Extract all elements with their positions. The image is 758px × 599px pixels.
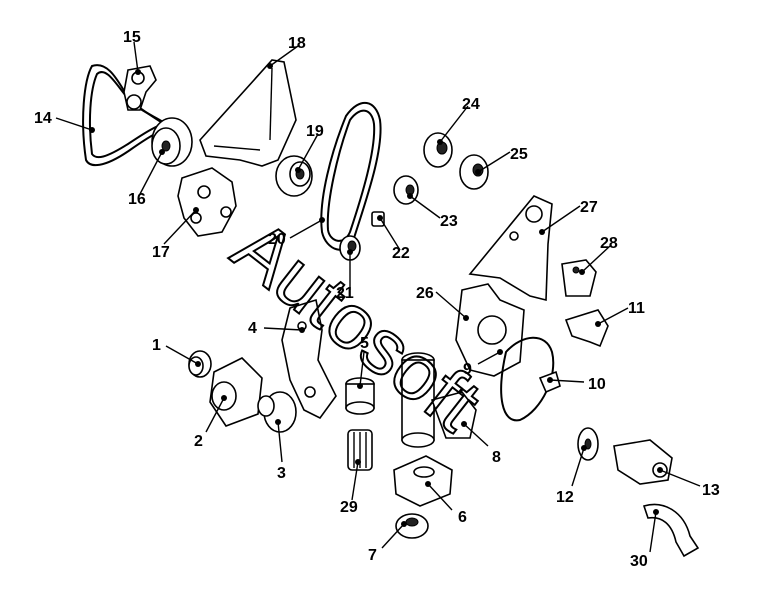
- callout-8: 8: [492, 449, 501, 466]
- callout-14: 14: [34, 110, 52, 127]
- leader-lines: [55, 41, 701, 553]
- callout-13: 13: [702, 482, 720, 499]
- part-28-sensor-bracket: [561, 259, 597, 297]
- callout-18: 18: [288, 35, 306, 52]
- callout-24: 24: [462, 96, 480, 113]
- part-8-filter-housing: [401, 352, 477, 448]
- callout-27: 27: [580, 199, 598, 216]
- callout-15: 15: [123, 29, 141, 46]
- part-25-cam-gear: [459, 154, 489, 190]
- part-7-seal: [395, 513, 429, 539]
- part-9-drive-chain: [500, 336, 555, 422]
- callout-dots: [89, 63, 663, 527]
- part-11-support-bracket: [564, 309, 609, 348]
- part-24-cam-gear: [423, 132, 453, 168]
- callout-labels: 1 2 3 4 5 6 7 8 9 10 11 12 13 14 15 16 1…: [34, 29, 720, 570]
- callout-20: 20: [268, 231, 286, 248]
- part-18-upper-timing-cover: [199, 59, 297, 167]
- callout-3: 3: [277, 465, 286, 482]
- part-27-rear-timing-plate: [468, 195, 553, 302]
- part-26-oil-pump-housing: [455, 283, 525, 377]
- part-30-coolant-pipe: [642, 503, 700, 558]
- part-3-cap: [257, 391, 297, 433]
- callout-29: 29: [340, 499, 358, 516]
- callout-26: 26: [416, 285, 434, 302]
- part-13-thermostat-housing: [613, 439, 673, 485]
- callout-10: 10: [588, 376, 606, 393]
- callout-9: 9: [463, 361, 472, 378]
- part-20-timing-belt: [320, 102, 382, 251]
- callout-25: 25: [510, 146, 528, 163]
- callout-23: 23: [440, 213, 458, 230]
- callout-12: 12: [556, 489, 574, 506]
- callout-22: 22: [392, 245, 410, 262]
- part-17-mounting-bracket: [177, 167, 237, 237]
- callout-21: 21: [336, 285, 354, 302]
- callout-4: 4: [248, 320, 257, 337]
- callout-28: 28: [600, 235, 618, 252]
- callout-19: 19: [306, 123, 324, 140]
- callout-11: 11: [628, 300, 645, 317]
- part-21-crank-sprocket: [339, 235, 361, 261]
- part-6-filter-base: [393, 455, 453, 507]
- callout-1: 1: [152, 337, 161, 354]
- callout-2: 2: [194, 433, 203, 450]
- callout-6: 6: [458, 509, 467, 526]
- callout-30: 30: [630, 553, 648, 570]
- callout-5: 5: [360, 335, 369, 352]
- callout-7: 7: [368, 547, 377, 564]
- callout-17: 17: [152, 244, 170, 261]
- callout-16: 16: [128, 191, 146, 208]
- part-2-water-pump: [209, 357, 263, 427]
- part-15-belt-tensioner: [123, 65, 157, 111]
- part-19-idler-pulley: [275, 155, 313, 197]
